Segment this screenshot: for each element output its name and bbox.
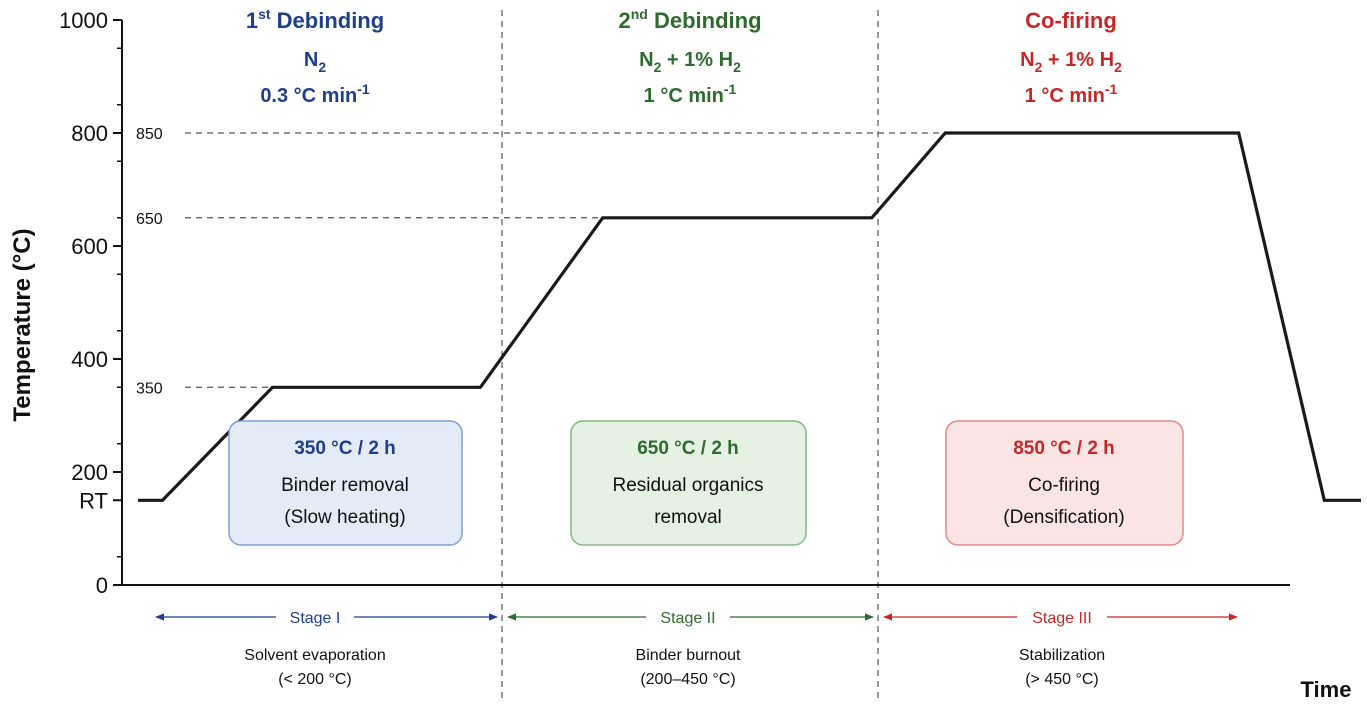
stage-3-label-bg <box>1017 606 1107 628</box>
y-tick-label: 600 <box>71 234 108 259</box>
phase-1-rate: 0.3 °C min-1 <box>260 81 370 107</box>
y-tick-label: 400 <box>71 347 108 372</box>
reference-label-350: 350 <box>136 380 163 397</box>
phase-2-atmosphere: N2 + 1% H2 <box>639 49 741 75</box>
x-axis-label: Time <box>1301 677 1352 702</box>
phase-3-info-box: 850 °C / 2 h Co-firing (Densification) <box>945 420 1184 546</box>
y-tick-label: 800 <box>71 121 108 146</box>
stage-2-label: Stage II <box>660 610 715 627</box>
stage-2-temperature: (200–450 °C) <box>640 671 735 688</box>
phase-3-atmosphere: N2 + 1% H2 <box>1020 49 1122 75</box>
stage-2-label-bg <box>646 606 730 628</box>
phase-2-title: 2nd Debinding <box>618 6 761 33</box>
stage-1-label: Stage I <box>290 610 341 627</box>
phase-2-box-line-1: Residual organics <box>612 475 763 496</box>
phase-2-info-box: 650 °C / 2 h Residual organics removal <box>570 420 807 546</box>
stage-3-annotation: Stage III Stabilization (> 450 °C) <box>883 606 1238 688</box>
stage-2-annotation: Stage II Binder burnout (200–450 °C) <box>507 606 874 688</box>
phase-1-atmosphere: N2 <box>304 49 326 75</box>
phase-2-box-heading: 650 °C / 2 h <box>637 438 739 459</box>
phase-2-rate: 1 °C min-1 <box>644 81 737 107</box>
stage-1-annotation: Stage I Solvent evaporation (< 200 °C) <box>155 606 498 688</box>
phase-1-box-heading: 350 °C / 2 h <box>294 438 396 459</box>
stage-1-label-bg <box>276 606 354 628</box>
stage-3-temperature: (> 450 °C) <box>1025 671 1099 688</box>
phase-3-rate: 1 °C min-1 <box>1025 81 1118 107</box>
y-axis-label: Temperature (°C) <box>9 228 36 421</box>
phase-3-title: Co-firing <box>1025 8 1117 33</box>
phase-1-box-line-1: Binder removal <box>281 475 409 496</box>
phase-2-box-line-2: removal <box>654 507 722 528</box>
stage-3-description: Stabilization <box>1019 647 1105 664</box>
phase-1-box-frame <box>228 420 463 546</box>
temperature-profile-line <box>138 131 1361 502</box>
reference-label-850: 850 <box>136 126 163 143</box>
phase-2-box-frame <box>570 420 807 546</box>
phase-3-box-frame <box>945 420 1184 546</box>
stage-3-label: Stage III <box>1032 610 1092 627</box>
rt-label: RT <box>79 488 108 513</box>
reference-lines: 350 650 850 <box>117 126 946 397</box>
phase-3-box-line-1: Co-firing <box>1028 475 1100 496</box>
reference-label-650: 650 <box>136 211 163 228</box>
phase-1-title: 1st Debinding <box>246 6 384 33</box>
phase-3-box-heading: 850 °C / 2 h <box>1013 438 1115 459</box>
stage-2-description: Binder burnout <box>636 647 742 664</box>
phase-3-box-line-2: (Densification) <box>1003 507 1124 528</box>
stage-1-description: Solvent evaporation <box>244 647 385 664</box>
stage-1-temperature: (< 200 °C) <box>278 671 352 688</box>
phase-1-info-box: 350 °C / 2 h Binder removal (Slow heatin… <box>228 420 463 546</box>
series-layer <box>138 131 1361 502</box>
y-tick-label: 1000 <box>59 8 108 33</box>
y-tick-label: 0 <box>96 573 108 598</box>
y-tick-label: 200 <box>71 460 108 485</box>
phase-1-box-line-2: (Slow heating) <box>284 507 405 528</box>
